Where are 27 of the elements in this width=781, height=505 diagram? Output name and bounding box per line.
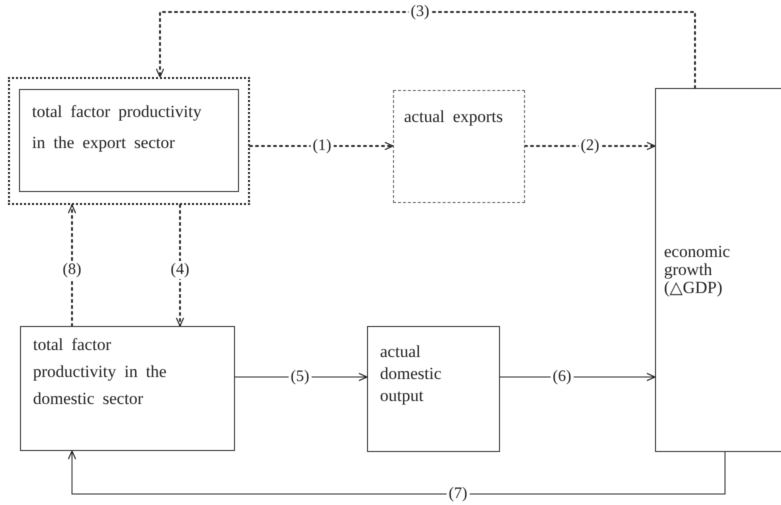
arrow [156,11,696,89]
arrow [176,204,184,327]
process-box [19,89,239,192]
process-box [20,326,235,451]
arrow [249,142,394,150]
process-box [655,88,781,452]
arrow [68,204,76,327]
edge-label: (6) [550,368,574,386]
process-box [393,90,525,203]
node-text: total factor productivity in the export sector [32,101,202,154]
arrow [234,372,368,382]
process-box [367,326,500,452]
edge-label: (4) [168,261,192,279]
edge-label: (2) [578,137,602,155]
arrow [68,450,726,494]
node-text: total factor productivity in the domestic sector [33,334,168,410]
edge-label: (3) [408,3,432,21]
arrow [524,142,656,150]
edge-label: (7) [446,485,470,503]
arrow [500,372,656,382]
node-text: actual domestic output [380,341,442,408]
edge-label: (5) [288,368,312,386]
node-text: actual exports [404,107,504,128]
node-text: economic growth (△GDP) [664,243,732,297]
group-box [8,77,250,205]
edge-label: (1) [310,137,334,155]
edge-label: (8) [60,261,84,279]
